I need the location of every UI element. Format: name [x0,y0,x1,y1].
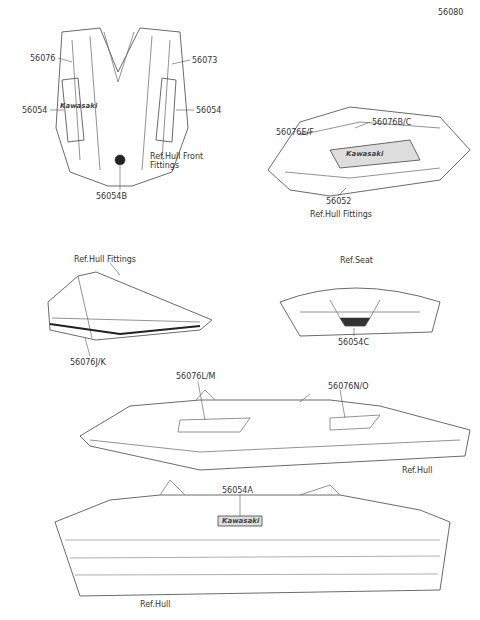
part-number: 56052 [326,197,351,206]
decal-lettering: Kawasaki [60,102,97,111]
reference-note: Ref.Hull Front Fittings [150,152,212,170]
reference-note: Ref.Hull [140,600,170,609]
reference-note: Ref.Seat [340,256,373,265]
rear-cowl [280,288,440,336]
part-number: 56054C [338,338,369,347]
part-number: 56073 [192,56,217,65]
part-number: 56054 [196,106,221,115]
part-number: 56076J/K [70,358,106,367]
part-number: 56076L/M [176,372,216,381]
part-number: 56054 [22,106,47,115]
part-number: 56076B/C [372,118,411,127]
decal-lettering: Kawasaki [346,150,383,159]
reference-note: Ref.Hull [402,466,432,475]
hull [55,495,450,596]
part-number: 56076 [30,54,55,63]
decal-right [156,78,176,142]
part-number: 56076N/O [328,382,368,391]
reference-note: Ref.Hull Fittings [74,255,136,264]
front-cowl [268,107,470,196]
part-number: 56054A [222,486,253,495]
decal-lettering: Kawasaki [222,517,259,526]
part-number: 56076E/F [276,128,314,137]
figure-number: 56080 [438,8,463,17]
seat-cover [48,272,212,340]
reference-note: Ref.Hull Fittings [310,210,372,219]
part-number: 56054B [96,192,127,201]
hull-deck [80,400,470,470]
